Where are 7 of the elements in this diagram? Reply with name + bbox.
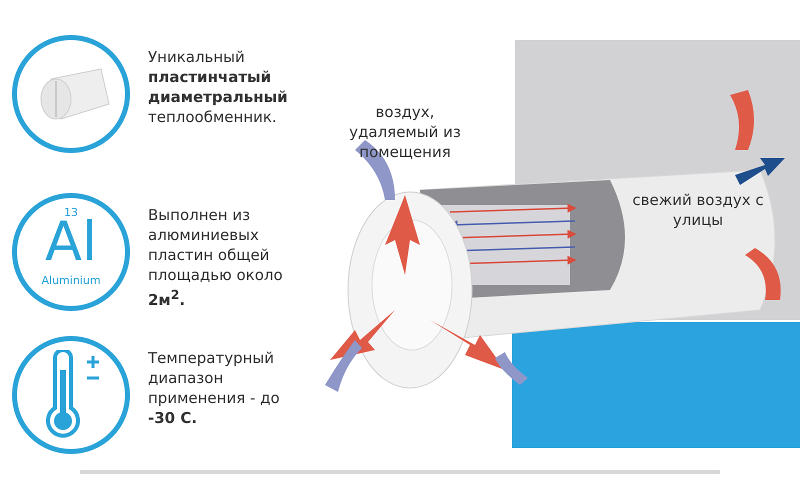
feature-description: Выполнен из алюминиевых пластин общей площадью около 2м$^{2}$.: [148, 205, 284, 310]
atomic-number: 13: [64, 206, 78, 219]
airflow-label: свежий воздух с улицы: [631, 190, 765, 230]
element-name: Aluminium: [42, 274, 101, 287]
airflow-label: воздух, удаляемый из помещения: [348, 102, 462, 162]
feature-description: Уникальный пластинчатый диаметральный теплообменник.: [148, 47, 289, 127]
feature-description: Температурный диапазон применения - до -30 С.: [148, 348, 281, 428]
